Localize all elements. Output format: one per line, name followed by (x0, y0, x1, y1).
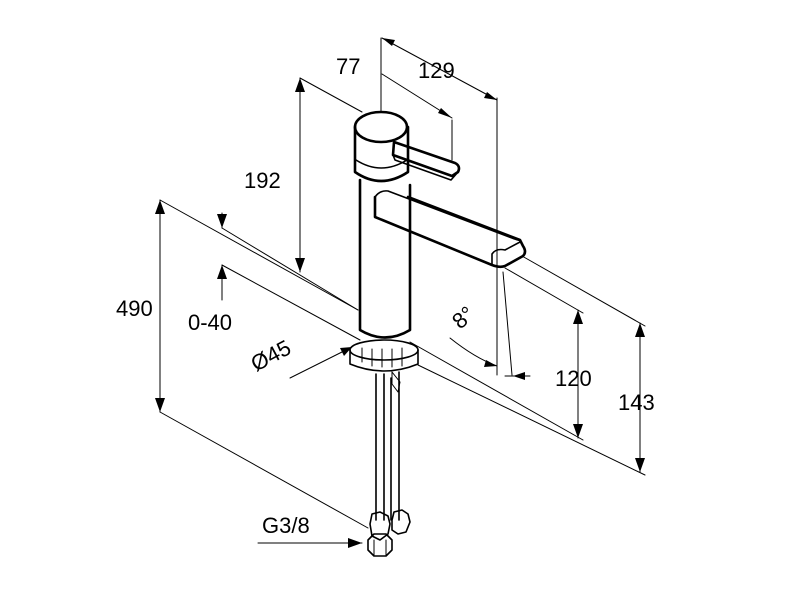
arrow-490-b (155, 398, 165, 412)
faucet-body (349, 110, 527, 557)
arrow-thread (348, 538, 362, 548)
arrow-120-a (573, 310, 583, 324)
ext-line-192-top (299, 77, 363, 113)
arrow-129-a (382, 38, 395, 46)
arrow-143-a (635, 323, 645, 337)
arrow-129-b (484, 92, 497, 100)
ext-line-490-bottom (159, 411, 369, 529)
thread-nut-facets (373, 539, 387, 557)
dimension-labels: 77 129 192 490 0-40 Ø45 8° 120 143 G3/8 (116, 54, 655, 538)
ext-line-0-40-b (221, 264, 361, 341)
dim-label-143: 143 (618, 390, 655, 415)
angle-line-a (502, 271, 513, 376)
dim-label-diameter: Ø45 (247, 335, 295, 377)
dim-label-129: 129 (418, 58, 455, 83)
arrow-490-a (155, 200, 165, 214)
arrow-diameter (340, 347, 352, 356)
column-body (358, 178, 412, 339)
dim-label-angle: 8° (447, 301, 479, 334)
cap-top-ellipse (353, 110, 409, 144)
angle-arc (449, 337, 498, 367)
ext-line-120-top (504, 267, 584, 314)
dim-label-120: 120 (555, 366, 592, 391)
cap-side (353, 125, 410, 183)
hose-nut-right (391, 509, 411, 535)
arrow-120-b (573, 424, 583, 438)
lever-handle-edge (392, 154, 459, 181)
dim-label-192: 192 (244, 168, 281, 193)
dim-label-77: 77 (336, 54, 360, 79)
arrow-192-b (295, 258, 305, 272)
lever-handle (391, 140, 461, 178)
spout-top-edge (374, 190, 521, 242)
dim-label-0-40: 0-40 (188, 310, 232, 335)
arrow-192 (295, 78, 305, 92)
spout (373, 195, 527, 269)
dim-label-490: 490 (116, 296, 153, 321)
hose-right (390, 371, 400, 521)
arrow-angle (484, 360, 497, 367)
arrow-143-b (635, 458, 645, 472)
spout-outlet (491, 241, 521, 266)
ext-line-0-40-a (221, 227, 359, 311)
dimension-lines (155, 37, 646, 548)
ext-line-143-top (521, 255, 646, 327)
dim-line-129 (381, 37, 498, 101)
thread-nut (367, 533, 393, 557)
ext-line-120-bottom (409, 341, 584, 441)
hose-left (375, 373, 385, 521)
arrow-0-40-a (217, 214, 227, 228)
ext-line-490-top (159, 199, 359, 311)
base-flange-side (349, 349, 419, 372)
base-flange-top (349, 339, 419, 361)
hose-clip (391, 371, 401, 393)
ext-line-143-bottom (417, 364, 646, 476)
arrow-0-40-b (217, 265, 227, 279)
base-hatching (361, 347, 403, 368)
leader-diameter (289, 346, 353, 379)
hose-nut-left (369, 511, 391, 541)
arrow-77 (438, 108, 452, 118)
dim-label-thread: G3/8 (262, 513, 310, 538)
